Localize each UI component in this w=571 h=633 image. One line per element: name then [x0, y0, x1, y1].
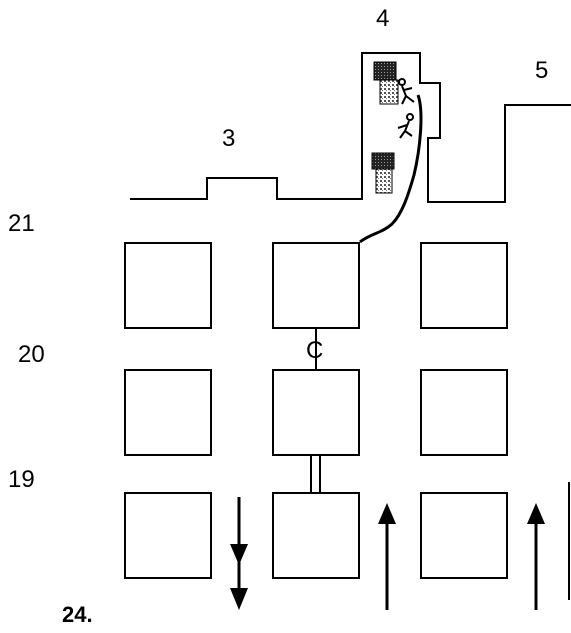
person-icon: [398, 78, 415, 105]
city-block: [420, 369, 508, 456]
arrow-up-icon: [527, 503, 545, 610]
arrow-down-icon: [230, 497, 248, 610]
path-line: [359, 94, 423, 244]
patterned-box: [379, 79, 399, 105]
building-label-3: 3: [222, 125, 235, 152]
city-block: [272, 242, 360, 329]
building-label-4: 4: [376, 5, 389, 32]
city-block: [420, 492, 508, 579]
city-block: [272, 369, 360, 456]
building-outline: [130, 52, 571, 203]
city-block: [124, 369, 212, 456]
city-block: [124, 492, 212, 579]
person-icon: [397, 113, 414, 139]
patterned-box: [375, 168, 393, 194]
city-block: [272, 492, 360, 579]
figure-number: 24.: [62, 602, 93, 627]
connector-label-c: C: [306, 337, 323, 364]
dark-box: [373, 61, 397, 81]
row-label-19: 19: [8, 466, 35, 493]
building-label-5: 5: [535, 57, 548, 84]
row-label-21: 21: [8, 210, 35, 237]
row-label-20: 20: [18, 341, 45, 368]
city-block: [420, 242, 508, 329]
dark-box: [371, 152, 395, 170]
city-block: [124, 242, 212, 329]
arrow-up-icon: [378, 503, 396, 610]
